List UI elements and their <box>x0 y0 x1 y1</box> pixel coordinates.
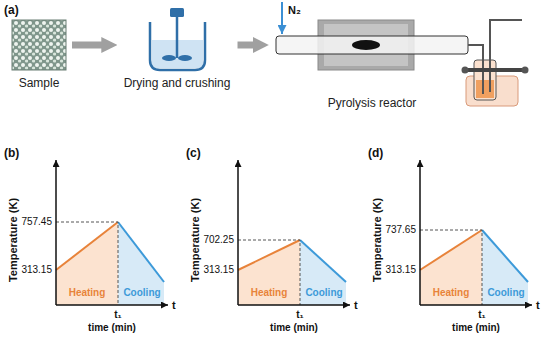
y-axis <box>237 160 239 305</box>
axis-title: Temperature (K) <box>371 198 384 282</box>
guide-line <box>420 230 482 305</box>
chart-c <box>238 160 350 305</box>
collection-bottle <box>474 60 496 100</box>
cooling-line <box>118 222 164 282</box>
tick-value: 313.15 <box>203 264 234 276</box>
bottle-liquid <box>476 80 494 98</box>
stage-label: Cooling <box>487 287 524 299</box>
axis-title: time (min) <box>270 322 318 334</box>
axis-title: Temperature (K) <box>189 198 202 282</box>
x-axis <box>420 304 532 306</box>
stage-label: Heating <box>251 287 288 299</box>
process-arrow <box>72 42 105 49</box>
heating-area <box>420 230 482 305</box>
panel-label: (d) <box>368 147 383 161</box>
tick-value: 737.65 <box>385 224 416 236</box>
caption: Sample <box>19 76 60 90</box>
cooling-line <box>482 230 528 282</box>
sample-box: Sample <box>10 18 68 90</box>
stirred-tank <box>150 8 205 70</box>
tick-label: t₁ <box>114 309 121 321</box>
clamp-knob <box>522 67 529 74</box>
axis-symbol: t <box>172 299 176 312</box>
gas-inlet-arrow <box>281 2 283 34</box>
tick-value: 757.45 <box>21 216 52 228</box>
vent-tube <box>490 20 522 92</box>
heating-area <box>238 240 300 305</box>
stage-label: Heating <box>433 287 470 299</box>
panel-label: (a) <box>4 4 19 18</box>
stage-label: Cooling <box>305 287 342 299</box>
quartz-tube <box>276 36 468 54</box>
axis-symbol: t <box>354 299 358 312</box>
heating-line <box>56 222 118 270</box>
axis-title: Temperature (K) <box>7 198 20 282</box>
stage-label: Heating <box>69 287 106 299</box>
tick-label: t₁ <box>296 309 303 321</box>
cooling-area <box>300 240 346 305</box>
sample-boat <box>352 40 380 50</box>
sample-photo <box>12 20 66 70</box>
heating-area <box>56 222 118 305</box>
x-axis <box>56 304 168 306</box>
stage-label: Cooling <box>123 287 160 299</box>
axis-symbol: t <box>536 299 540 312</box>
stirrer-shaft <box>176 17 179 58</box>
stirrer-blade <box>178 55 192 61</box>
drying-box: Drying and crushing <box>121 8 234 90</box>
caption: Drying and crushing <box>124 76 231 90</box>
stirrer-blade <box>162 55 176 61</box>
tick-value: 702.25 <box>203 234 234 246</box>
tick-value: 313.15 <box>21 264 52 276</box>
axis-title: time (min) <box>452 322 500 334</box>
gas-label: N₂ <box>288 4 301 17</box>
panel-label: (c) <box>186 147 201 161</box>
chart-d <box>420 160 532 305</box>
tick-value: 313.15 <box>385 264 416 276</box>
clamp-knob <box>462 67 469 74</box>
stirrer-motor <box>170 8 184 17</box>
reactor <box>276 2 529 106</box>
guide-line <box>56 222 118 305</box>
tick-label: t₁ <box>478 309 485 321</box>
y-axis <box>55 160 57 305</box>
cooling-area <box>482 230 528 305</box>
guide-line <box>238 240 300 305</box>
y-axis <box>419 160 421 305</box>
axis-title: time (min) <box>88 322 136 334</box>
process-arrow <box>238 42 257 49</box>
reactor-box: Pyrolysis reactor <box>272 8 472 110</box>
cooling-line <box>300 240 346 282</box>
x-axis <box>238 304 350 306</box>
panel-label: (b) <box>4 147 19 161</box>
heating-line <box>238 240 300 270</box>
cooling-area <box>118 222 164 305</box>
heating-line <box>420 230 482 270</box>
chart-b <box>56 160 168 305</box>
caption: Pyrolysis reactor <box>328 96 417 110</box>
clamp <box>468 68 522 72</box>
